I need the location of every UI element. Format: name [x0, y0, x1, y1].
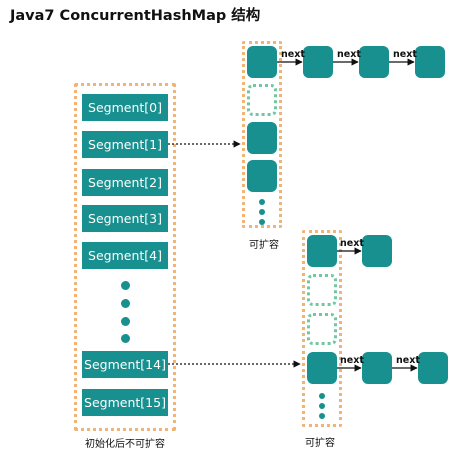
segment-array-frame [74, 83, 176, 431]
segment-2: Segment[2] [82, 169, 168, 196]
ellipsis-dot [259, 209, 265, 215]
hash-table-2-frame [302, 230, 342, 427]
next-label: next [340, 238, 364, 249]
hash-entry [247, 46, 277, 78]
empty-slot [247, 84, 277, 116]
linked-node [359, 46, 389, 78]
empty-slot [307, 313, 337, 345]
segment-15: Segment[15] [82, 389, 168, 416]
linked-node [303, 46, 333, 78]
next-label: next [396, 355, 420, 366]
ellipsis-dot [259, 199, 265, 205]
ellipsis-dot [121, 281, 130, 290]
hash-entry [307, 352, 337, 384]
ellipsis-dot [319, 413, 325, 419]
linked-node [418, 352, 448, 384]
diagram-title: Java7 ConcurrentHashMap 结构 [10, 8, 261, 24]
hash-table-2-caption: 可扩容 [305, 438, 335, 449]
linked-node [362, 352, 392, 384]
linked-node [415, 46, 445, 78]
segment-14: Segment[14] [82, 351, 168, 378]
hash-table-1-frame [242, 41, 282, 228]
empty-slot [307, 274, 337, 306]
segment-3: Segment[3] [82, 205, 168, 232]
hash-entry [247, 160, 277, 192]
ellipsis-dot [121, 299, 130, 308]
next-label: next [337, 49, 361, 60]
ellipsis-dot [121, 317, 130, 326]
next-label: next [340, 355, 364, 366]
ellipsis-dot [121, 334, 130, 343]
hash-table-1-caption: 可扩容 [249, 240, 279, 251]
segment-4: Segment[4] [82, 242, 168, 269]
next-label: next [281, 49, 305, 60]
next-label: next [393, 49, 417, 60]
segment-0: Segment[0] [82, 94, 168, 121]
ellipsis-dot [319, 393, 325, 399]
linked-node [362, 235, 392, 267]
segment-1: Segment[1] [82, 131, 168, 158]
hash-entry [307, 235, 337, 267]
hash-entry [247, 122, 277, 154]
segment-array-caption: 初始化后不可扩容 [85, 439, 165, 450]
ellipsis-dot [259, 219, 265, 225]
ellipsis-dot [319, 403, 325, 409]
